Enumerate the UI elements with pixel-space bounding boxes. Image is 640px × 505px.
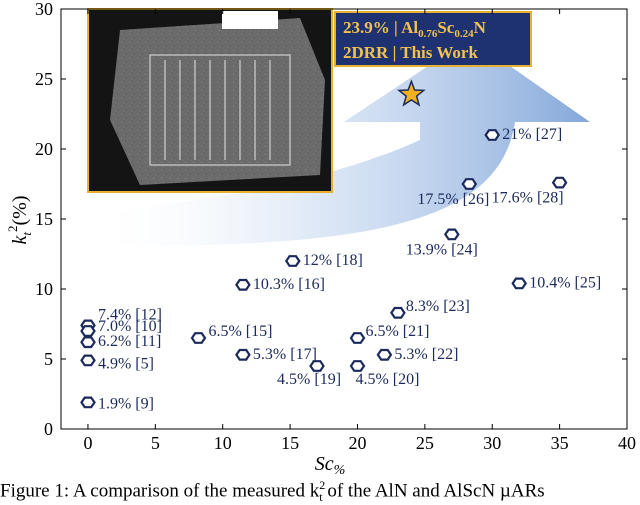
data-point-label: 4.9% [5]: [98, 355, 154, 372]
data-point-marker: [80, 325, 96, 337]
data-point-label: 5.3% [17]: [253, 346, 317, 363]
data-point-marker: [349, 360, 366, 372]
data-point-marker: [190, 332, 207, 344]
x-tick-label: 20: [348, 433, 366, 453]
data-point-label: 1.9% [9]: [98, 395, 154, 412]
x-tick-label: 15: [281, 433, 299, 453]
data-points: 7.4% [12]7.0% [10]6.2% [11] 4.9% [5] 1.9% …: [80, 126, 601, 412]
x-tick-label: 35: [551, 433, 569, 453]
data-point-label: 17.6% [28]: [492, 190, 564, 207]
x-tick-label: 25: [416, 433, 434, 453]
data-point-marker: [284, 255, 301, 267]
data-point-marker: [235, 278, 251, 291]
this-work-marker: [396, 79, 426, 107]
annotation-percent: 23.9%: [343, 18, 390, 37]
data-point-label: 10.3% [16]: [253, 276, 325, 293]
this-work-star-icon: [396, 79, 426, 107]
data-point-marker: [461, 178, 478, 190]
y-tick-label: 20: [35, 139, 53, 159]
data-point-label: 7.4% [12]: [98, 306, 162, 323]
data-point-marker: [443, 228, 460, 241]
data-point-marker: [511, 277, 528, 290]
data-point-marker: [376, 348, 393, 361]
data-point-label: 4.5% [19]: [277, 371, 341, 388]
y-tick-label: 15: [35, 209, 53, 229]
x-axis-label: Sc%: [315, 453, 346, 478]
data-point-marker: [551, 176, 568, 189]
y-axis-label: kt2(%): [5, 196, 34, 245]
x-tick-label: 0: [83, 433, 92, 453]
annotation-line2: 2DRR | This Work: [343, 43, 478, 62]
data-point-marker: [235, 348, 251, 361]
data-point-marker: [484, 129, 501, 141]
y-tick-label: 0: [44, 419, 53, 439]
data-point-label: 5.3% [22]: [394, 346, 458, 363]
y-tick-label: 5: [44, 349, 53, 369]
x-tick-label: 10: [214, 433, 232, 453]
y-tick-label: 10: [35, 279, 53, 299]
svg-text:23.9% | Al0.76Sc0.24N: 23.9% | Al0.76Sc0.24N: [343, 18, 487, 40]
figure-caption: Figure 1: A comparison of the measured k…: [0, 478, 545, 505]
trend-arrow: [88, 38, 590, 246]
x-tick-label: 5: [151, 433, 160, 453]
data-point-marker: [349, 332, 366, 344]
data-point-label: 17.5% [26]: [417, 191, 489, 208]
data-point-label: 13.9% [24]: [406, 241, 478, 258]
data-point-marker: [80, 336, 96, 349]
data-point-label: 6.5% [21]: [365, 323, 429, 340]
data-point-label: 12% [18]: [303, 252, 363, 269]
sem-inset-image: [87, 8, 333, 193]
data-point-marker: [390, 306, 406, 319]
data-point-label: 6.2% [11]: [98, 333, 161, 350]
data-point-label: 7.0% [10]: [98, 318, 162, 335]
data-point-marker: [309, 360, 325, 372]
data-point-label: 6.5% [15]: [208, 323, 272, 340]
data-point-label: 8.3% [23]: [406, 298, 470, 315]
axes: 0 5 10 15 20 25 30 35 40 0 5 10 15 20 25 30: [35, 0, 636, 453]
x-tick-label: 40: [618, 433, 636, 453]
data-point-label: 21% [27]: [502, 126, 562, 143]
data-point-marker: [80, 396, 96, 409]
this-work-annotation: 23.9% | Al0.76Sc0.24N 2DRR | This Work: [334, 11, 532, 67]
x-tick-label: 30: [483, 433, 501, 453]
data-point-label: 10.4% [25]: [529, 274, 601, 291]
y-tick-label: 30: [35, 0, 53, 19]
data-point-label: 4.5% [20]: [355, 371, 419, 388]
y-tick-label: 25: [35, 69, 53, 89]
data-point-marker: [80, 354, 96, 367]
